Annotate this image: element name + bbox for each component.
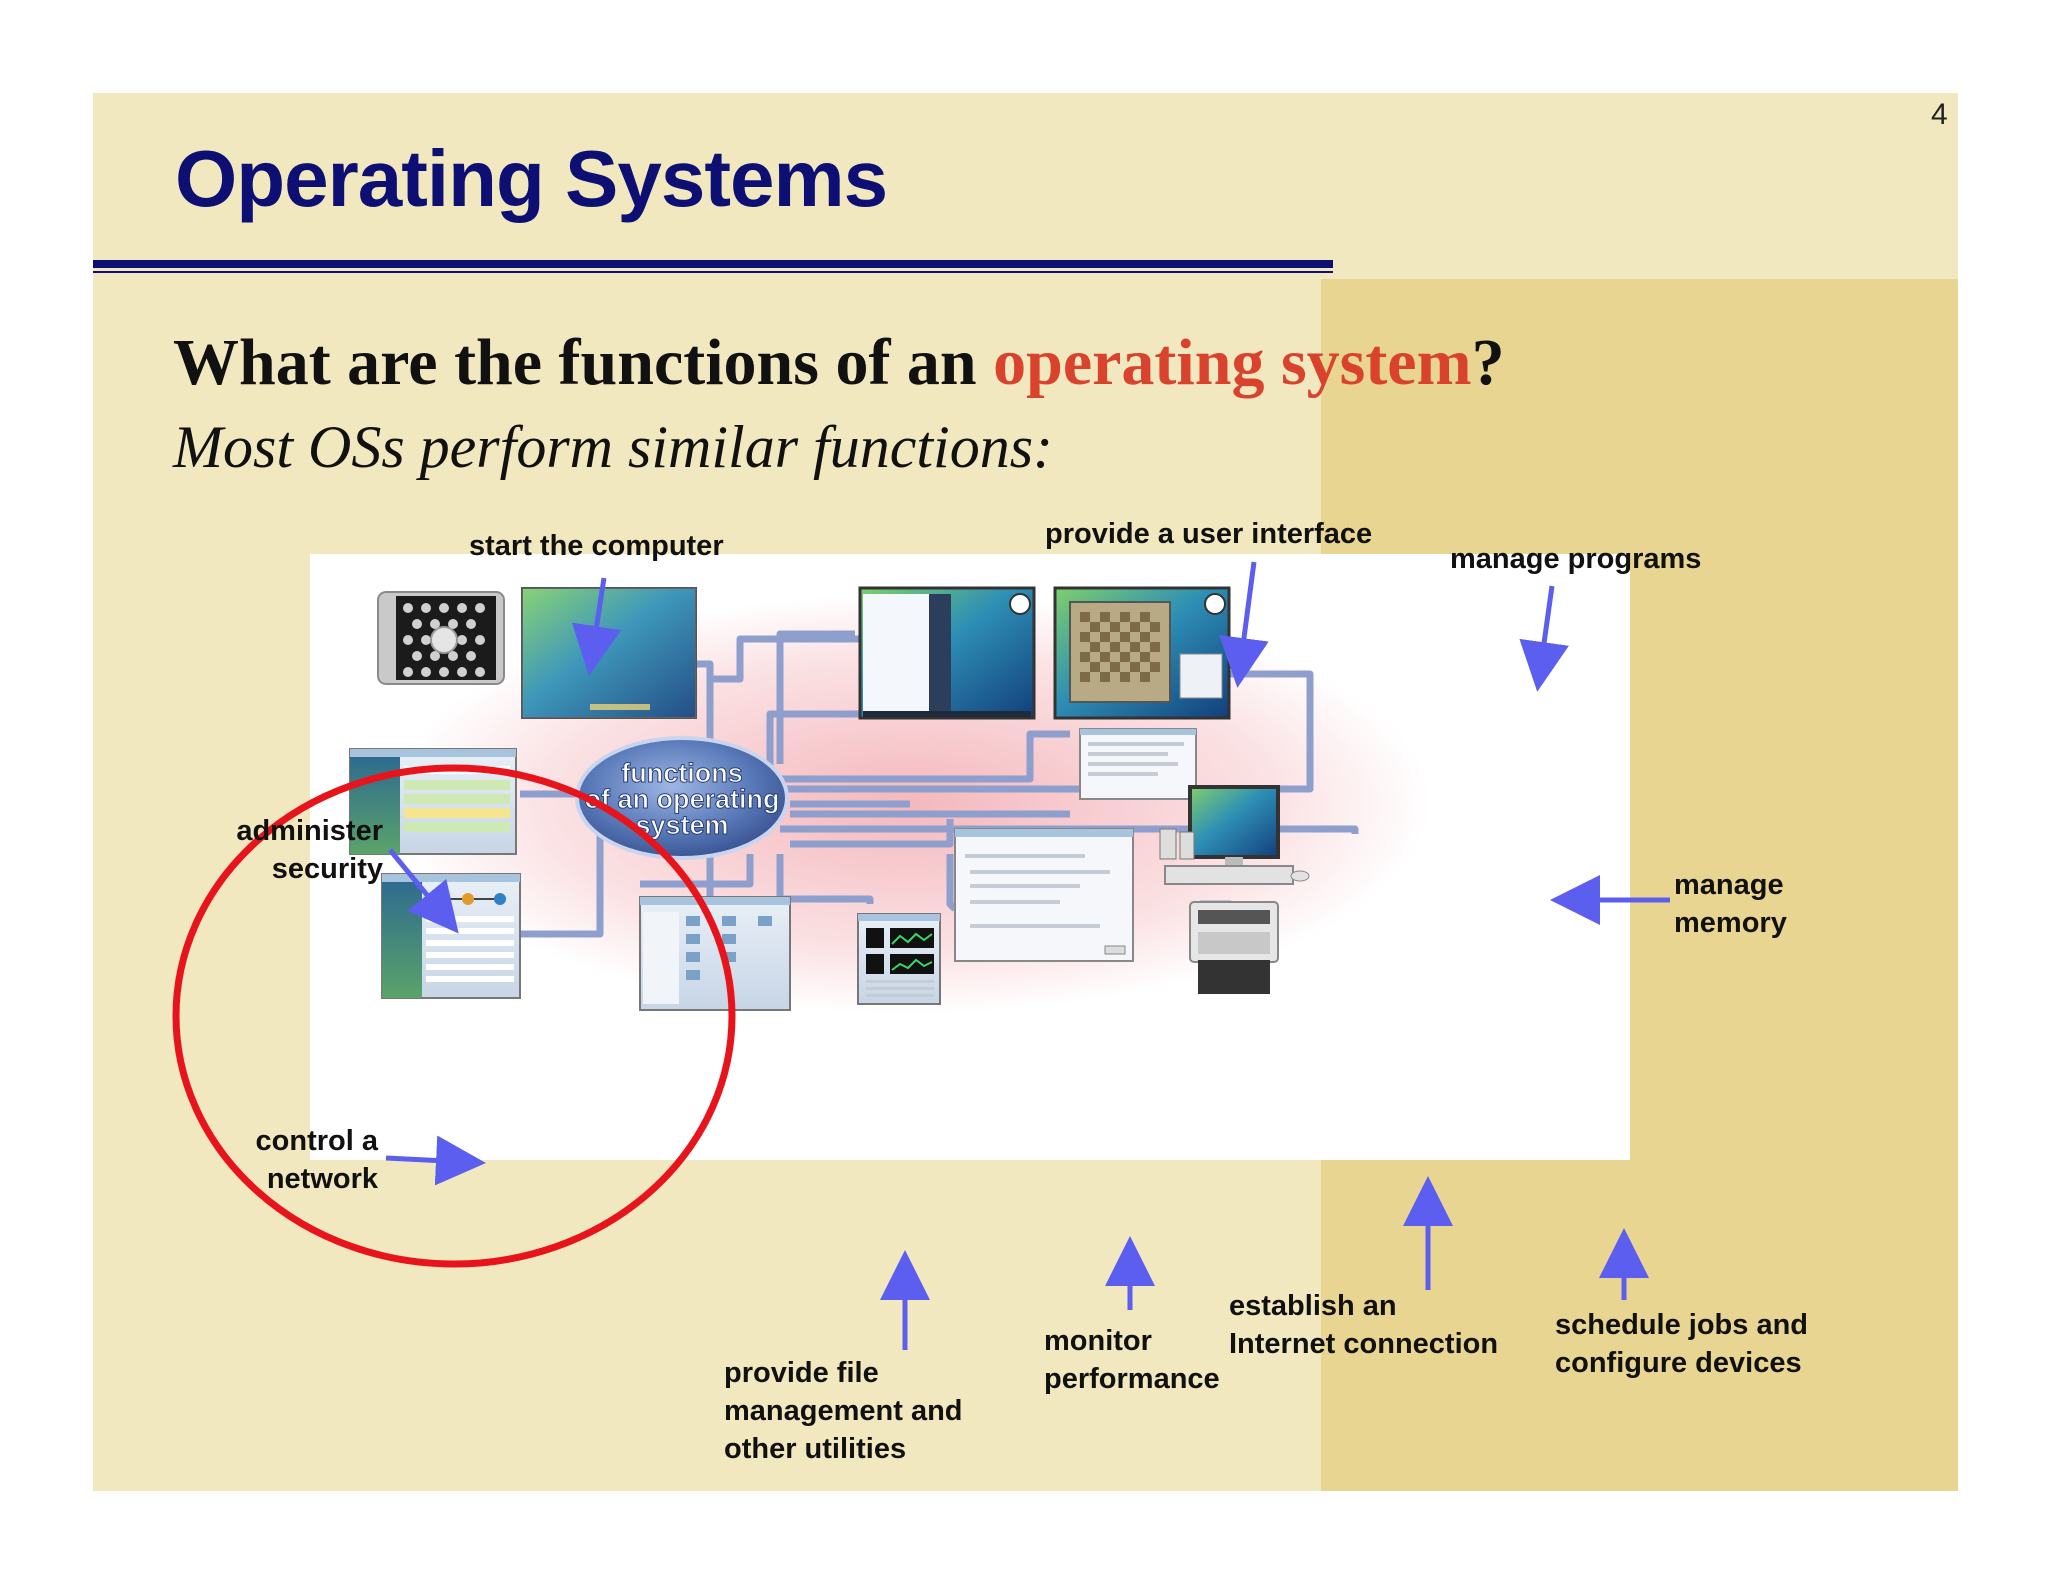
label-establish-internet: establish an Internet connection <box>1229 1287 1498 1363</box>
vista-screen-icon <box>521 587 697 719</box>
label-monitor-performance-line-1: monitor <box>1044 1325 1152 1357</box>
hub-line-3: system <box>635 810 728 840</box>
label-monitor-performance: monitor performance <box>1044 1322 1220 1398</box>
chess-game-icon <box>1053 586 1231 720</box>
question-accent: operating system <box>993 326 1472 399</box>
label-schedule-jobs-line-1: schedule jobs and <box>1555 1309 1808 1341</box>
subtitle: Most OSs perform similar functions: <box>173 414 1054 480</box>
file-explorer-icon <box>639 896 791 1011</box>
computer-case-icon <box>377 591 505 685</box>
label-user-interface: provide a user interface <box>1045 518 1373 550</box>
start-menu-icon <box>858 586 1036 720</box>
printer-icon <box>1189 901 1279 994</box>
memory-diagnostics-icon <box>1079 728 1197 800</box>
label-administer-security-line-2: security <box>271 853 383 885</box>
title-rule <box>93 260 1333 268</box>
os-functions-diagram: functions of an operating system <box>310 554 1630 1160</box>
question-suffix: ? <box>1471 326 1505 399</box>
label-monitor-performance-line-2: performance <box>1044 1363 1220 1395</box>
label-file-management-line-2: management and <box>724 1395 963 1427</box>
label-schedule-jobs: schedule jobs and configure devices <box>1555 1306 1808 1382</box>
label-administer-security-line-1: administer <box>236 815 383 847</box>
desktop-pc-icon <box>1159 785 1310 885</box>
label-file-management-line-3: other utilities <box>724 1433 907 1465</box>
question-heading: What are the functions of an operating s… <box>173 325 1505 401</box>
label-control-network-line-2: network <box>266 1163 378 1195</box>
label-manage-memory-line-1: manage <box>1674 869 1784 901</box>
network-center-icon <box>381 873 521 999</box>
title-rule-thin <box>93 271 1333 273</box>
label-schedule-jobs-line-2: configure devices <box>1555 1347 1802 1379</box>
internet-connect-dialog-icon <box>954 828 1134 962</box>
label-control-network: control a network <box>210 1122 378 1198</box>
label-control-network-line-1: control a <box>255 1125 378 1157</box>
label-administer-security: administer security <box>200 812 383 888</box>
task-manager-icon <box>857 913 941 1005</box>
label-establish-internet-line-2: Internet connection <box>1229 1328 1499 1360</box>
label-manage-programs: manage programs <box>1450 543 1702 575</box>
question-prefix: What are the functions of an <box>173 326 994 399</box>
slide-title: Operating Systems <box>175 134 888 223</box>
label-start-computer: start the computer <box>469 530 724 562</box>
label-file-management-line-1: provide file <box>724 1357 879 1389</box>
page-number: 4 <box>1931 98 1948 131</box>
label-manage-memory: manage memory <box>1674 866 1787 942</box>
label-file-management: provide file management and other utilit… <box>724 1354 963 1468</box>
label-manage-memory-line-2: memory <box>1674 907 1787 939</box>
label-establish-internet-line-1: establish an <box>1229 1290 1397 1322</box>
